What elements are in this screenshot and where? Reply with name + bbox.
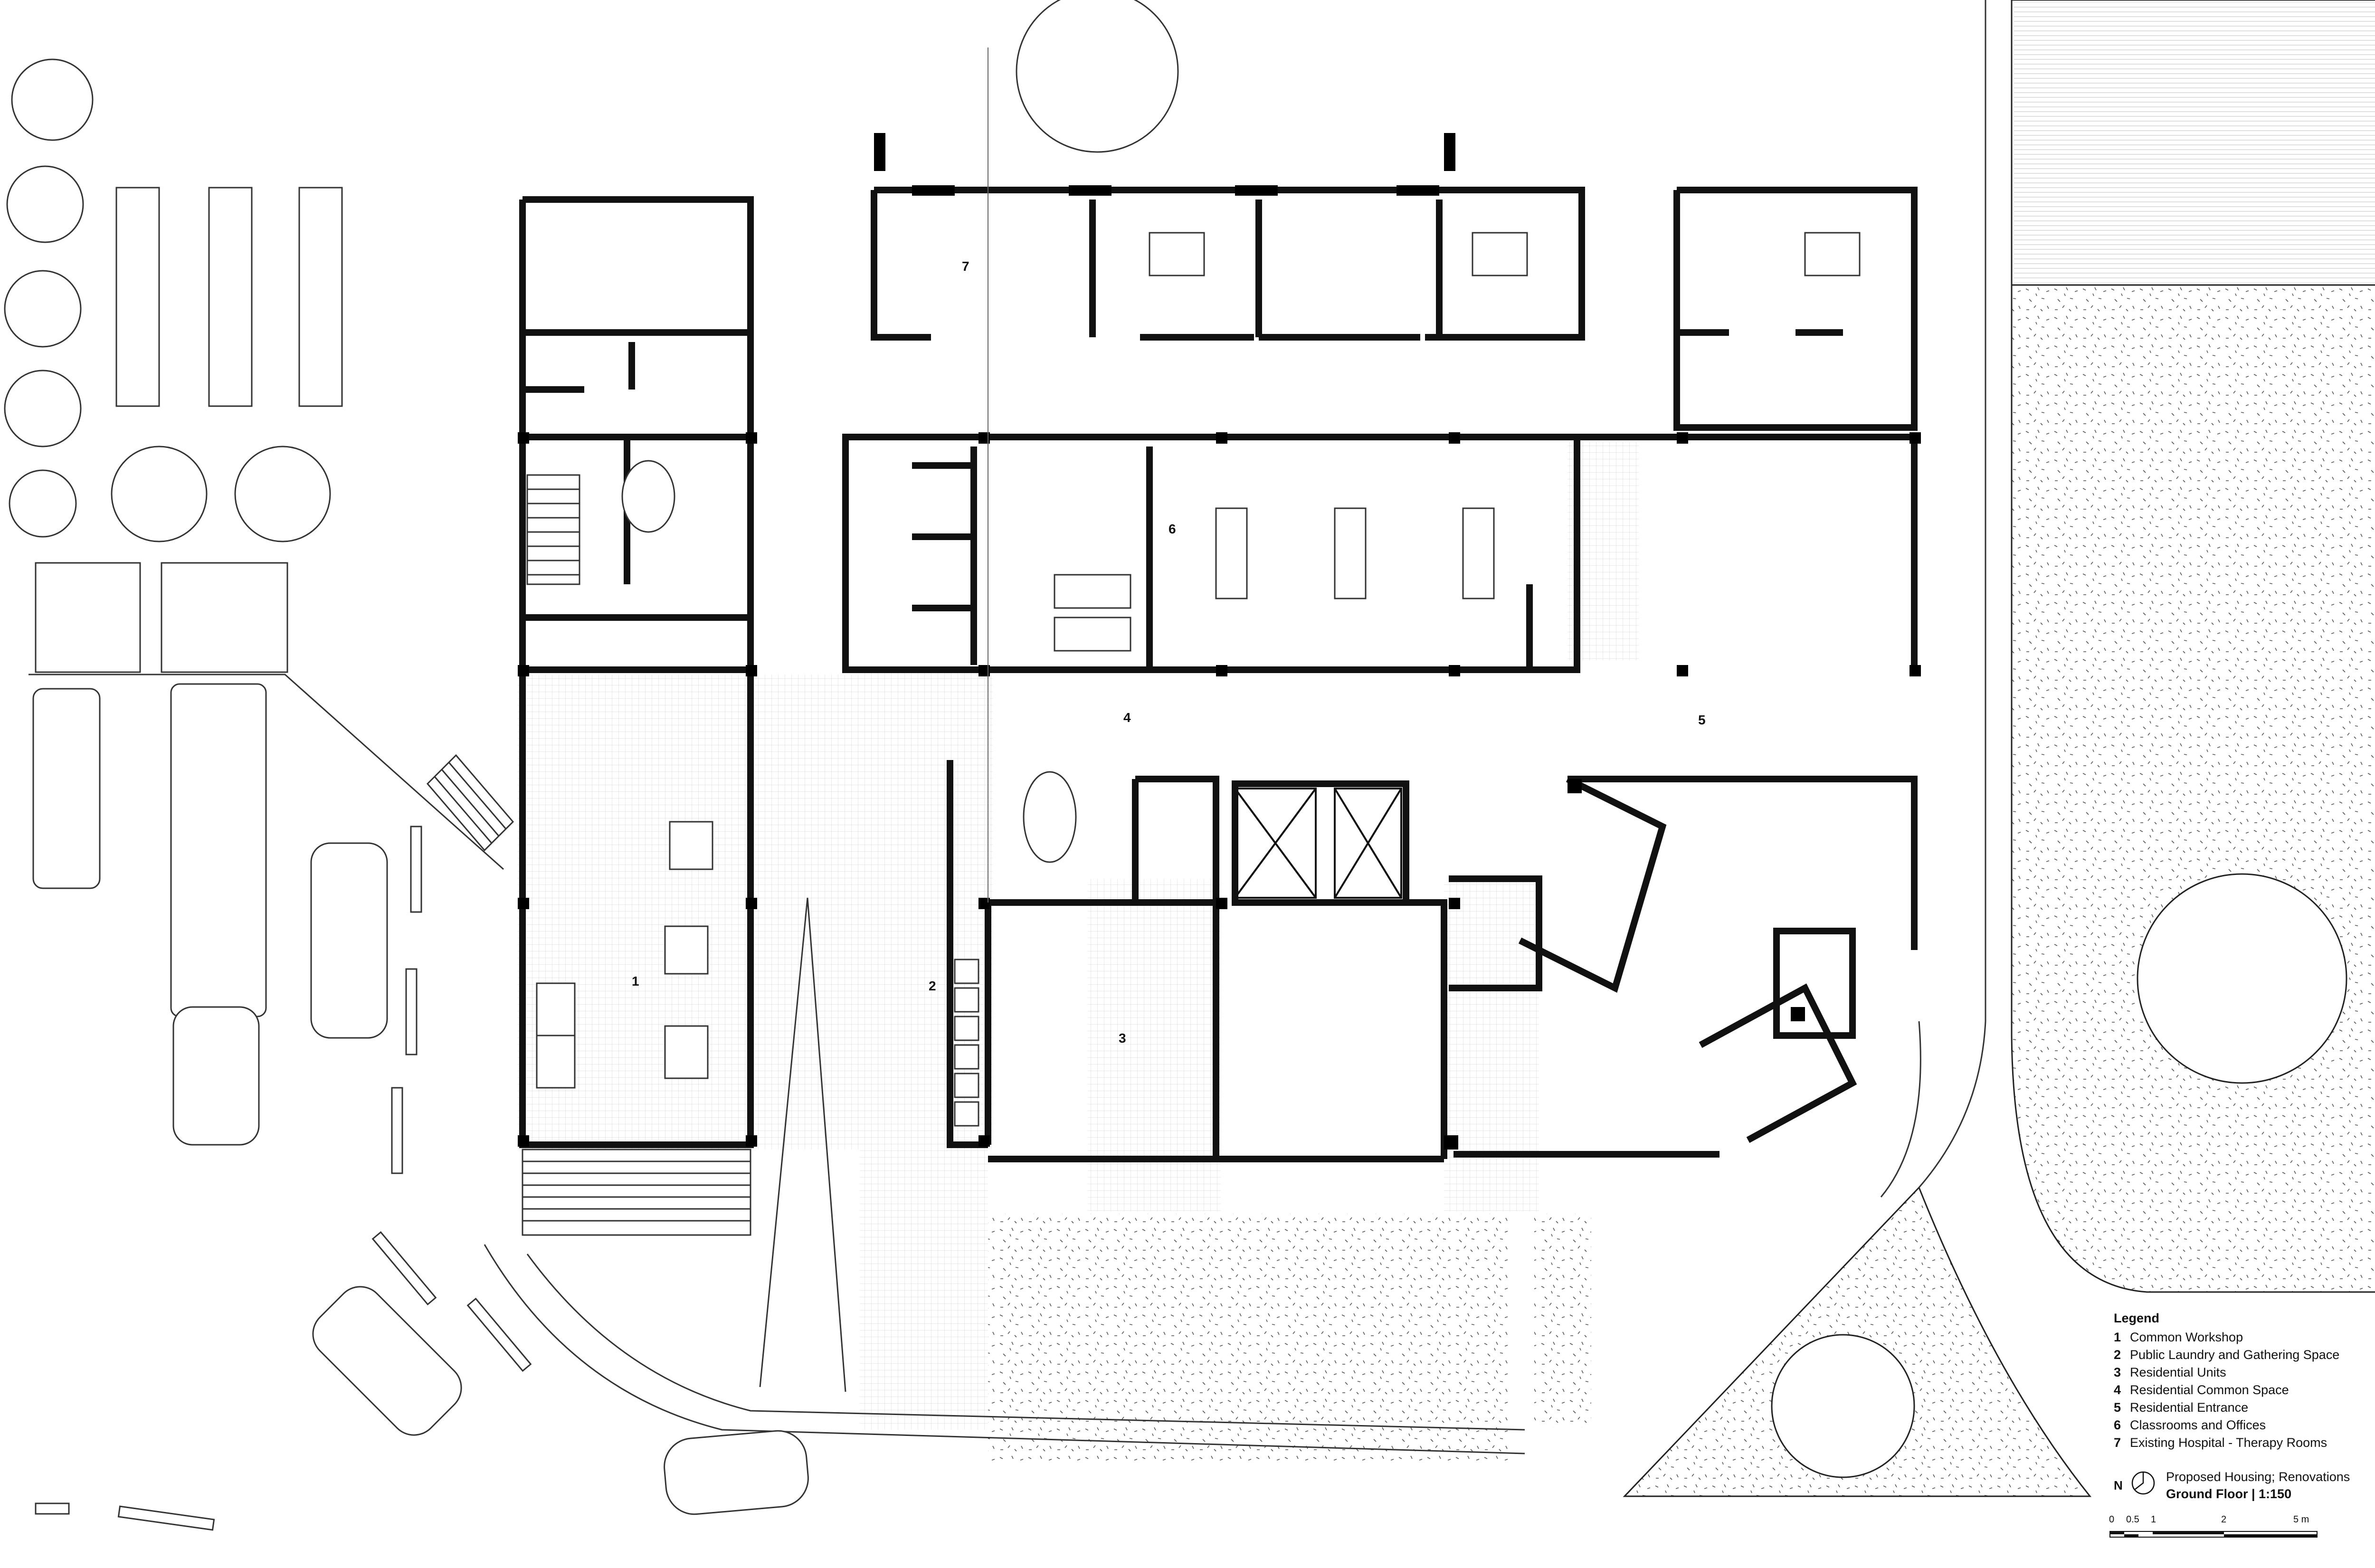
columns	[518, 133, 1921, 1150]
legend-item-number: 6	[2114, 1418, 2121, 1432]
north-arrow-icon	[2131, 1471, 2155, 1495]
legend-item-label: Common Workshop	[2130, 1330, 2243, 1344]
legend-item-label: Existing Hospital - Therapy Rooms	[2130, 1435, 2328, 1450]
garden-south	[988, 1214, 1510, 1461]
room-label-2: 2	[929, 979, 936, 993]
legend-item-number: 5	[2114, 1400, 2121, 1415]
title-block: N Proposed Housing; Renovations Ground F…	[2114, 1469, 2375, 1507]
scale-tick-label: 5 m	[2293, 1514, 2309, 1525]
tables	[621, 232, 1861, 863]
laundry-machines	[954, 959, 979, 1127]
legend-item-number: 4	[2114, 1383, 2121, 1397]
legend-item: 1 Common Workshop	[2114, 1329, 2375, 1346]
legend-item-label: Residential Units	[2130, 1365, 2226, 1379]
site-lines	[28, 0, 1986, 1454]
room-label-4: 4	[1123, 710, 1131, 725]
legend-item: 3 Residential Units	[2114, 1364, 2375, 1381]
legend-item-label: Residential Common Space	[2130, 1383, 2289, 1397]
legend-item-number: 3	[2114, 1365, 2121, 1379]
legend-item-number: 7	[2114, 1435, 2121, 1450]
legend-item: 2 Public Laundry and Gathering Space	[2114, 1346, 2375, 1364]
scale-tick-label: 2	[2221, 1514, 2227, 1525]
legend-item-label: Public Laundry and Gathering Space	[2130, 1348, 2340, 1362]
legend-item: 7 Existing Hospital - Therapy Rooms	[2114, 1434, 2375, 1452]
legend-item-label: Classrooms and Offices	[2130, 1418, 2266, 1432]
scale-bar-graphic	[2109, 1531, 2318, 1538]
room-label-7: 7	[962, 259, 969, 274]
scale-tick-label: 0.5	[2126, 1514, 2139, 1525]
workbenches	[536, 821, 713, 1089]
vehicles	[32, 683, 809, 1515]
north-label: N	[2114, 1478, 2123, 1492]
scale-bar: 0 0.5 1 2 5 m	[2109, 1514, 2318, 1543]
strip-grid-4	[1444, 879, 1539, 1211]
wedge-path	[759, 897, 846, 1392]
wheel-stops	[35, 826, 532, 1531]
legend-list: 1 Common Workshop 2 Public Laundry and Gat…	[2114, 1329, 2375, 1452]
legend-item-number: 2	[2114, 1348, 2121, 1362]
legend-item: 6 Classrooms and Offices	[2114, 1416, 2375, 1434]
room-label-3: 3	[1119, 1031, 1126, 1045]
legend-item: 4 Residential Common Space	[2114, 1381, 2375, 1399]
hatch-north	[2014, 2, 2375, 283]
room-label-6: 6	[1168, 522, 1176, 536]
legend-item-number: 1	[2114, 1330, 2121, 1344]
drawing-title: Proposed Housing; Renovations	[2166, 1470, 2350, 1484]
legend-title: Legend	[2114, 1311, 2160, 1325]
scale-tick-label: 1	[2151, 1514, 2156, 1525]
scale-tick-label: 0	[2109, 1514, 2115, 1525]
room-label-1: 1	[632, 974, 639, 988]
legend: Legend 1 Common Workshop 2 Public Laundry …	[2114, 1311, 2375, 1452]
stairs	[426, 474, 751, 1236]
drawing-subtitle: Ground Floor | 1:150	[2166, 1487, 2292, 1501]
garden-southeast	[1534, 1214, 1591, 1427]
trees-west	[4, 0, 1179, 542]
legend-item-label: Residential Entrance	[2130, 1400, 2249, 1415]
elevators	[1234, 788, 1402, 899]
legend-item: 5 Residential Entrance	[2114, 1399, 2375, 1416]
trees-east	[1771, 873, 2347, 1478]
room-label-5: 5	[1698, 713, 1706, 727]
pergola-benches	[35, 187, 343, 673]
